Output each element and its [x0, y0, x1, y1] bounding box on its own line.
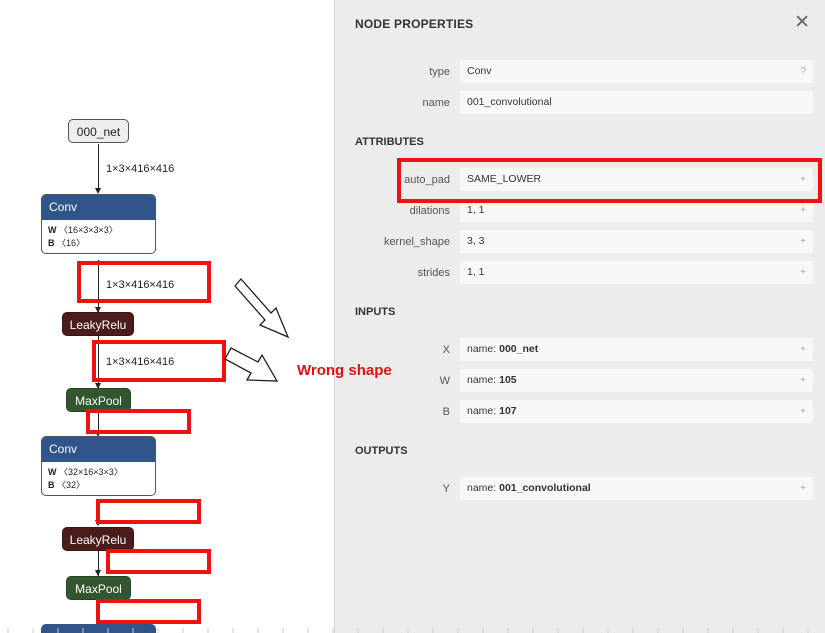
- expand-icon[interactable]: +: [800, 174, 806, 185]
- prop-value-type[interactable]: Conv ?: [460, 60, 813, 83]
- edge-label-shape: 1×3×416×416: [106, 279, 175, 291]
- prop-value-name[interactable]: 001_convolutional: [460, 91, 813, 114]
- node-max-pool-1[interactable]: MaxPool: [66, 388, 131, 412]
- prop-value-input-b[interactable]: name: 107 +: [460, 400, 813, 423]
- prop-label-kernel-shape: kernel_shape: [383, 236, 450, 248]
- prop-value-auto-pad[interactable]: SAME_LOWER +: [460, 168, 813, 191]
- expand-icon[interactable]: +: [800, 406, 806, 417]
- prop-prefix: name:: [467, 343, 497, 355]
- weight-shape: 〈16×3×3×3〉: [59, 225, 118, 235]
- expand-icon[interactable]: +: [800, 236, 806, 247]
- prop-label-input-x: X: [442, 344, 450, 356]
- prop-label-dilations: dilations: [409, 205, 450, 217]
- node-000-net[interactable]: 000_net: [68, 119, 129, 143]
- conv-node-title: Conv: [42, 437, 155, 462]
- edge-label-shape: 1×3×416×416: [106, 356, 175, 368]
- edge-arrowhead: [95, 307, 101, 313]
- edge-arrowhead: [95, 383, 101, 389]
- weight-key: W: [48, 225, 57, 235]
- prop-value-text: 1, 1: [467, 204, 485, 216]
- prop-value-text: 001_convolutional: [467, 96, 552, 108]
- highlight-box-missing-shape-4: [96, 599, 201, 624]
- bias-key: B: [48, 480, 55, 490]
- prop-label-type: type: [429, 66, 450, 78]
- weight-key: W: [48, 467, 57, 477]
- prop-label-input-w: W: [439, 375, 450, 387]
- annotation-arrows: [224, 278, 290, 382]
- bottom-ruler: [7, 628, 809, 633]
- prop-value-input-w[interactable]: name: 105 +: [460, 369, 813, 392]
- prop-value-text: SAME_LOWER: [467, 173, 542, 185]
- prop-value-text: 1, 1: [467, 266, 485, 278]
- node-conv-3-partial[interactable]: [41, 624, 156, 633]
- node-conv-1[interactable]: Conv W 〈16×3×3×3〉 B 〈16〉: [41, 194, 156, 254]
- bias-shape: 〈16〉: [57, 238, 86, 248]
- edge-net-conv1: [98, 144, 99, 188]
- conv-weight-row: W 〈32×16×3×3〉: [42, 466, 155, 479]
- bias-shape: 〈32〉: [57, 480, 86, 490]
- highlight-box-auto-pad: [397, 158, 822, 203]
- wrong-shape-annotation: Wrong shape: [297, 362, 392, 379]
- edge-leaky1-pool1: [98, 336, 99, 388]
- edge-arrowhead: [95, 431, 101, 437]
- node-leaky-relu-1[interactable]: LeakyRelu: [62, 312, 134, 336]
- prop-value-output-y[interactable]: name: 001_convolutional +: [460, 477, 813, 500]
- prop-label-auto-pad: auto_pad: [404, 174, 450, 186]
- prop-prefix: name:: [467, 374, 497, 386]
- weight-shape: 〈32×16×3×3〉: [59, 467, 123, 477]
- expand-icon[interactable]: +: [800, 267, 806, 278]
- highlight-box-missing-shape-2: [96, 499, 201, 524]
- node-properties-panel: NODE PROPERTIES ✕ type Conv ? name 001_c…: [334, 0, 825, 633]
- expand-icon[interactable]: +: [800, 483, 806, 494]
- conv-weight-row: W 〈16×3×3×3〉: [42, 224, 155, 237]
- expand-icon[interactable]: +: [800, 205, 806, 216]
- highlight-box-missing-shape-1: [86, 409, 191, 434]
- close-icon[interactable]: ✕: [794, 12, 810, 33]
- conv-bias-row: B 〈16〉: [42, 237, 155, 250]
- prop-prefix: name:: [467, 482, 497, 494]
- prop-value-text: 105: [499, 374, 517, 386]
- prop-value-text: 001_convolutional: [499, 482, 591, 494]
- expand-icon[interactable]: +: [800, 344, 806, 355]
- edge-arrowhead: [95, 188, 101, 194]
- expand-icon[interactable]: +: [800, 375, 806, 386]
- prop-label-strides: strides: [417, 267, 450, 279]
- prop-value-dilations[interactable]: 1, 1 +: [460, 199, 813, 222]
- highlight-box-edge-shape-1: [77, 261, 211, 303]
- edge-leaky2-pool2: [98, 551, 99, 576]
- hollow-arrow-icon: [224, 347, 279, 382]
- hollow-arrow-icon: [234, 278, 290, 339]
- node-conv-2[interactable]: Conv W 〈32×16×3×3〉 B 〈32〉: [41, 436, 156, 496]
- prop-prefix: name:: [467, 405, 497, 417]
- help-icon[interactable]: ?: [800, 66, 806, 77]
- edge-pool1-conv2: [98, 412, 99, 431]
- highlight-box-missing-shape-3: [106, 549, 211, 574]
- prop-value-text: 107: [499, 405, 517, 417]
- edge-label-shape: 1×3×416×416: [106, 163, 175, 175]
- prop-label-input-b: B: [442, 406, 450, 418]
- node-leaky-relu-2[interactable]: LeakyRelu: [62, 527, 134, 551]
- prop-value-text: 3, 3: [467, 235, 485, 247]
- prop-value-strides[interactable]: 1, 1 +: [460, 261, 813, 284]
- bias-key: B: [48, 238, 55, 248]
- prop-value-kernel-shape[interactable]: 3, 3 +: [460, 230, 813, 253]
- prop-label-output-y: Y: [442, 483, 450, 495]
- prop-label-name: name: [422, 97, 450, 109]
- prop-value-text: Conv: [467, 65, 492, 77]
- section-title-attributes: ATTRIBUTES: [355, 136, 424, 148]
- panel-title: NODE PROPERTIES: [355, 17, 474, 31]
- prop-value-text: 000_net: [499, 343, 539, 355]
- prop-value-input-x[interactable]: name: 000_net +: [460, 338, 813, 361]
- edge-conv1-leaky1: [98, 260, 99, 312]
- conv-bias-row: B 〈32〉: [42, 479, 155, 492]
- section-title-inputs: INPUTS: [355, 306, 396, 318]
- section-title-outputs: OUTPUTS: [355, 445, 408, 457]
- highlight-box-edge-shape-2: [92, 340, 226, 382]
- edge-arrowhead: [95, 570, 101, 576]
- conv-node-title: Conv: [42, 195, 155, 220]
